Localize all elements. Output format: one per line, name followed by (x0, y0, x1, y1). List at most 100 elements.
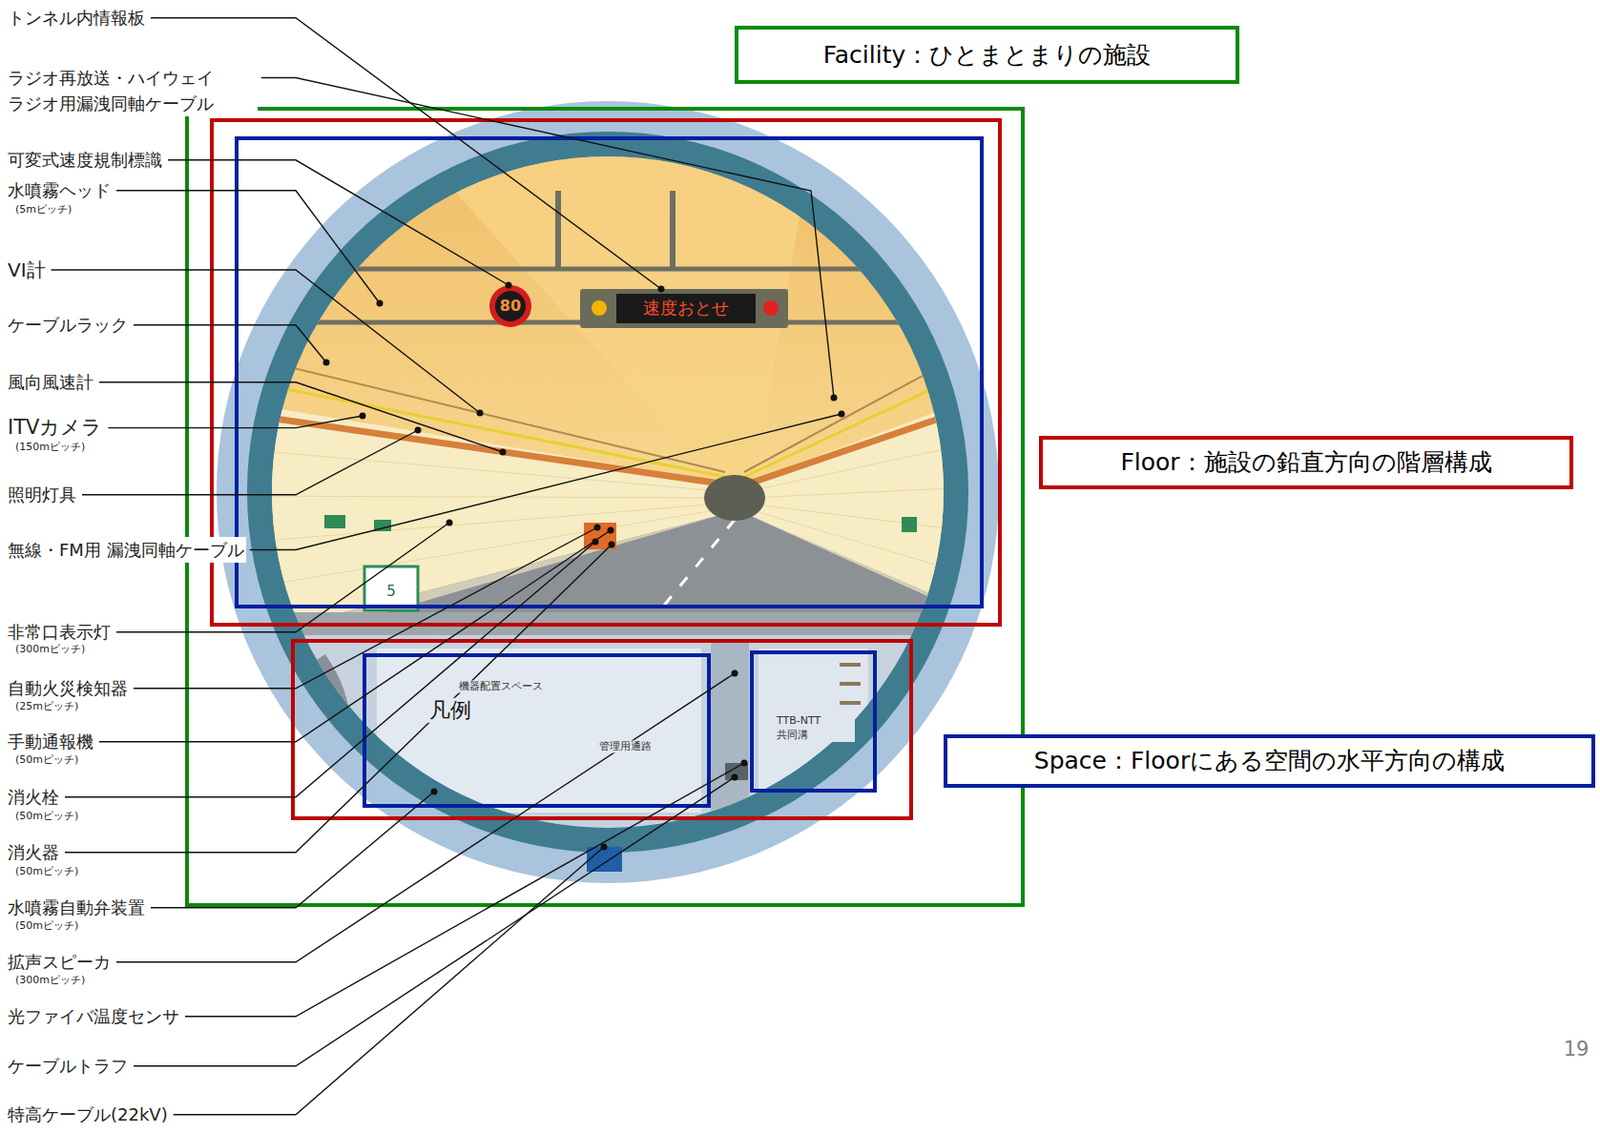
leader-line (167, 160, 509, 286)
gantry-post (669, 190, 676, 270)
term-text: Space：Floorにある空間の水平方向の構成 (1034, 747, 1505, 776)
leader-dot (415, 427, 422, 435)
exit-sign (901, 517, 917, 533)
sign-lamp (763, 300, 779, 316)
leader-line (64, 541, 596, 798)
pitch-note: (300mピッチ) (13, 974, 87, 987)
leader-dot (376, 300, 384, 308)
facility-frame (187, 108, 1023, 906)
callout-label: 非常口表示灯 (5, 622, 113, 644)
pitch-note: (50mピッチ) (13, 865, 81, 878)
utility-duct (758, 648, 869, 792)
lane-mark (658, 519, 735, 613)
callout-label: 水噴霧自動弁装置 (5, 897, 147, 919)
page-number: 19 (1561, 1038, 1592, 1062)
gantry-post (555, 190, 562, 270)
callout-label: 手動通報機 (5, 731, 96, 753)
leader-dot (731, 774, 739, 782)
leader-dot (499, 449, 507, 457)
leader-dot (608, 541, 616, 549)
leader-dot (592, 539, 600, 546)
pitch-note: (150mピッチ) (13, 440, 87, 454)
callout-label: ITVカメラ (5, 415, 104, 440)
leader-dot (323, 359, 331, 367)
term-text: Floor：施設の鉛直方向の階層構成 (1120, 448, 1492, 478)
divider-wall (710, 641, 749, 823)
cable-rack (238, 354, 726, 473)
leader-dot (658, 286, 665, 293)
term-text: Facility：ひとまとまりの施設 (823, 41, 1152, 70)
callout-label: ケーブルトラフ (5, 1056, 130, 1078)
term-box: Space：Floorにある空間の水平方向の構成 (943, 734, 1596, 789)
speed-sign (489, 285, 532, 328)
wall-band (748, 400, 993, 484)
callout-label: 水噴霧ヘッド (5, 180, 113, 202)
leader-dot (446, 519, 454, 527)
leader-line (133, 777, 735, 1067)
callout-label: トンネル内情報板 (5, 7, 147, 29)
leader-line (82, 430, 418, 496)
leader-line (107, 415, 363, 429)
leader-dot (594, 524, 602, 532)
term-box: Facility：ひとまとまりの施設 (734, 25, 1240, 84)
leader-dot (359, 413, 367, 420)
callout-label: 風向風速計 (5, 372, 96, 394)
callout-label: 光ファイバ温度センサ (5, 1006, 182, 1028)
leader-line (150, 791, 435, 909)
leader-dot (838, 411, 846, 418)
sidewalk (228, 515, 721, 613)
message-sign (580, 289, 789, 329)
leader-dot (601, 844, 608, 852)
illustration-text: 凡例 (427, 698, 474, 724)
leader-line (133, 325, 327, 363)
outer-ring (216, 101, 999, 884)
pitch-note: (25mピッチ) (13, 700, 81, 713)
illustration-text: 80 (498, 296, 523, 315)
sidewalk (748, 515, 993, 613)
light-strip (238, 379, 726, 478)
pitch-note: (50mピッチ) (13, 753, 81, 767)
leader-line (249, 414, 842, 551)
callout-label: VI計 (5, 258, 48, 282)
space-frame (751, 652, 875, 791)
message-board (616, 293, 756, 324)
floor-frame (292, 641, 912, 819)
leader-dot (731, 670, 739, 678)
service-room (376, 648, 702, 813)
callout-label: 消火器 (5, 842, 62, 864)
leader-line (185, 763, 745, 1018)
leader-dot (831, 394, 838, 402)
leader-line (173, 847, 604, 1116)
leader-dot (477, 410, 484, 417)
road (343, 515, 964, 613)
exit-sign (324, 515, 346, 529)
callout-label: 拡声スピーカ (5, 952, 113, 974)
lower-space (0, 635, 1600, 1018)
cable-box (586, 847, 623, 873)
illustration-text: TTB-NTT 共同溝 (774, 713, 855, 743)
ceiling-center (419, 152, 811, 482)
leader-line (64, 544, 612, 853)
leader-line (99, 382, 503, 453)
pitch-note: (50mピッチ) (13, 919, 81, 933)
callout-label: 無線・FM用 漏洩同軸ケーブル (5, 537, 247, 563)
pitch-note: (50mピッチ) (13, 810, 81, 823)
cable-trays (839, 663, 861, 763)
illustration-text: 速度おとせ (641, 297, 731, 319)
light-strip (744, 365, 983, 478)
space-frame (364, 655, 709, 807)
space-frame (236, 138, 982, 607)
leader-line (116, 673, 735, 963)
leader-dot (431, 789, 438, 796)
illustration-text: 管理用通路 (597, 740, 654, 753)
leader-dot (607, 527, 615, 535)
floor-frame (211, 120, 1000, 625)
callout-label: ケーブルラック (5, 314, 130, 336)
leader-line (116, 190, 380, 304)
tunnel-mouth (704, 475, 766, 521)
distance-sign (364, 566, 418, 611)
leader-dot (741, 760, 749, 768)
